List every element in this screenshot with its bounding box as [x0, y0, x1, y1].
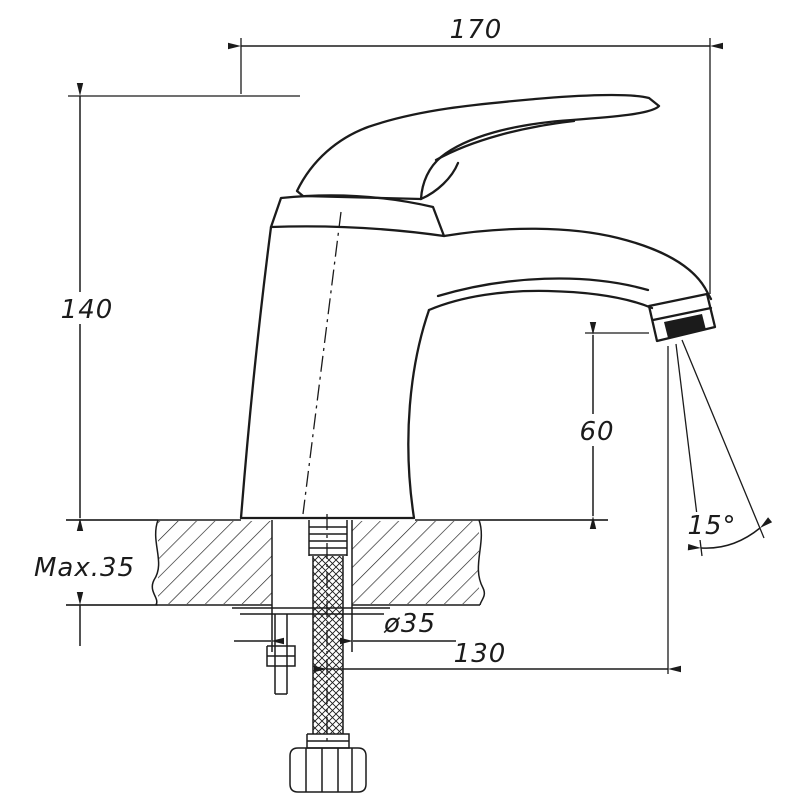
flexible-hose-walls	[312, 556, 344, 734]
mounting-hole-edges	[271, 520, 353, 652]
label-mask-15deg	[686, 512, 738, 540]
dim-label-hole-diameter: ø35	[383, 609, 436, 639]
spout	[427, 227, 713, 312]
mounting-washer	[232, 607, 390, 615]
aerator-screen	[664, 314, 706, 338]
threaded-shank	[308, 520, 348, 556]
cartridge-cap	[269, 194, 446, 238]
label-mask-140	[56, 292, 118, 324]
dim-label-spout-reach: 130	[454, 639, 507, 669]
countertop-break-line-right	[477, 519, 486, 606]
supply-hose-nut	[289, 747, 367, 793]
line-work	[66, 38, 773, 793]
lever-handle-details	[419, 119, 576, 201]
aerator	[647, 292, 717, 343]
dim-60-extension-lines	[480, 332, 649, 521]
dim-label-counter-thickness: Max.35	[34, 553, 135, 583]
dim-label-overall-width: 170	[450, 15, 503, 45]
dim-label-outlet-angle: 15°	[687, 511, 736, 541]
countertop-hatch-left	[158, 521, 272, 604]
lever-handle-outline	[295, 93, 661, 201]
dim-label-spout-height: 60	[579, 417, 614, 447]
dim-label-overall-height: 140	[61, 295, 114, 325]
dim-angle-arc	[687, 517, 773, 551]
flexible-hose-braid	[313, 556, 343, 734]
centerline	[302, 211, 342, 744]
mounting-stud-and-nut	[266, 614, 296, 695]
countertop-hatch-right	[352, 521, 479, 604]
countertop-break-line-left	[151, 519, 160, 606]
label-mask-60	[570, 414, 622, 446]
dim-170-extension-lines	[240, 38, 711, 294]
faucet-body	[239, 225, 431, 520]
dimension-labels: 170 140 60 Max.35 ø35 130 15°	[34, 15, 738, 669]
hose-collar	[306, 733, 350, 749]
dim-max35-extension-lines	[66, 519, 158, 606]
